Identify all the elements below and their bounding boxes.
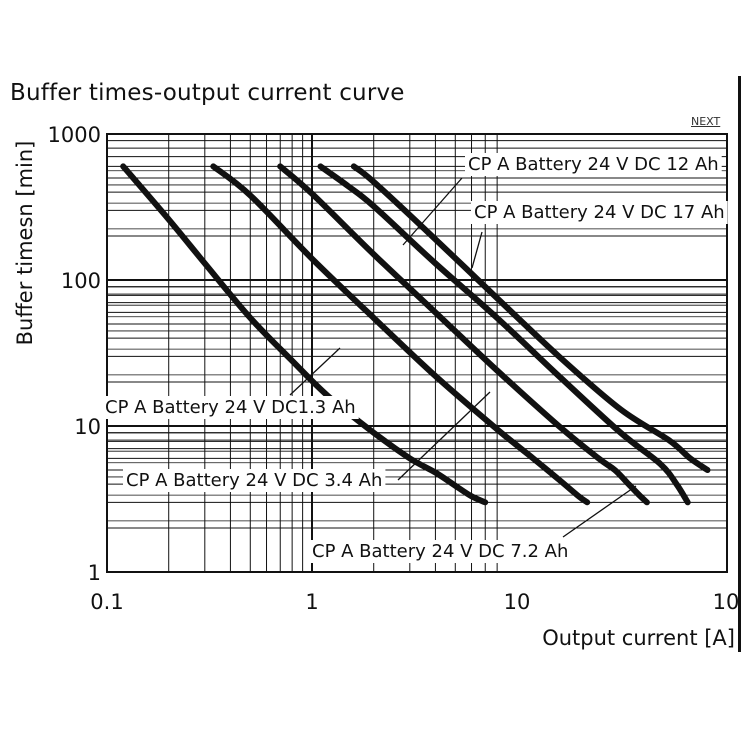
series-line-3	[277, 163, 650, 506]
chart-title: Buffer times-output current curve	[10, 80, 405, 106]
leader-line-2	[397, 391, 491, 481]
series-label-4: CP A Battery 24 V DC 12 Ah	[468, 154, 719, 175]
series-line-4	[317, 163, 691, 506]
grid	[106, 134, 727, 573]
leader-line-4	[402, 177, 463, 246]
next-link[interactable]: NEXT	[691, 115, 721, 128]
series-label-backing	[465, 153, 722, 176]
series-line-5	[350, 163, 711, 473]
series-lines	[120, 163, 711, 506]
series-label-backing	[309, 540, 572, 563]
x-axis-title: Output current [A]	[542, 626, 735, 650]
y-tick-label: 1000	[48, 123, 101, 147]
series-label-2: CP A Battery 24 V DC 3.4 Ah	[126, 470, 382, 491]
series-labels: CP A Battery 24 V DC1.3 Ah CP A Battery 2…	[102, 153, 728, 563]
y-axis-title: Buffer timesn [min]	[13, 141, 37, 346]
series-label-3: CP A Battery 24 V DC 7.2 Ah	[312, 541, 568, 562]
y-tick-label: 10	[74, 415, 101, 439]
y-tick-label: 100	[61, 269, 101, 293]
x-tick-label: 0.1	[90, 590, 123, 614]
series-label-5: CP A Battery 24 V DC 17 Ah	[474, 202, 725, 223]
plot-frame	[106, 133, 728, 573]
frame-right-edge	[738, 76, 741, 652]
series-label-backing	[102, 396, 359, 419]
series-line-1	[120, 163, 489, 506]
plot-border	[106, 133, 728, 573]
x-tick-label: 10	[713, 590, 740, 614]
leader-line-1	[289, 347, 341, 396]
y-tick-label: 1	[88, 561, 101, 585]
x-tick-label: 1	[305, 590, 318, 614]
series-label-backing	[123, 469, 386, 492]
tick-labels: 0.1 1 10 10 1 10 100 1000	[48, 123, 740, 614]
leader-lines	[289, 177, 637, 538]
leader-line-5	[471, 231, 483, 269]
leader-line-3	[562, 485, 637, 538]
series-line-2	[210, 163, 591, 506]
series-label-backing	[471, 201, 728, 224]
x-tick-label: 10	[504, 590, 531, 614]
series-label-1: CP A Battery 24 V DC1.3 Ah	[105, 397, 356, 418]
